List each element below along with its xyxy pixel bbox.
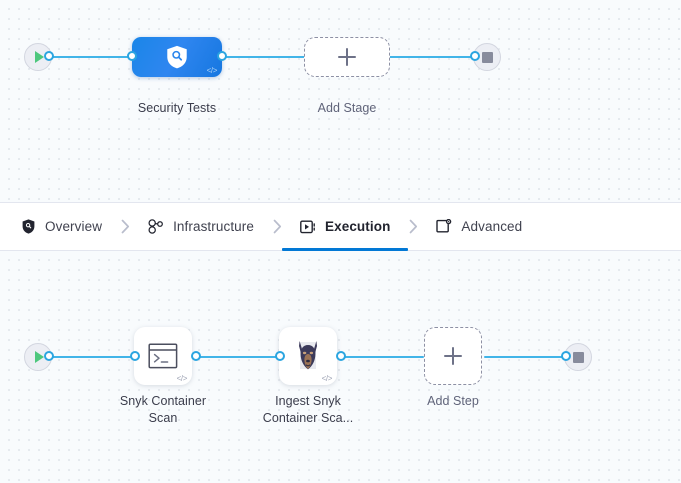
stop-icon <box>572 351 584 363</box>
play-icon <box>35 351 44 363</box>
tab-advanced[interactable]: Advanced <box>434 203 524 251</box>
connector-stage-to-addstage <box>212 56 312 58</box>
add-stage-button[interactable] <box>304 37 390 77</box>
tab-execution[interactable]: Execution <box>281 203 409 251</box>
chevron-right-icon-1 <box>104 203 146 251</box>
code-badge-icon: </> <box>176 374 188 383</box>
step-label-ingest-snyk-container-scan: Ingest Snyk Container Sca... <box>262 394 354 425</box>
infrastructure-nodes-icon <box>148 219 164 235</box>
start-output-port[interactable] <box>44 51 54 61</box>
connector-start-to-step1 <box>47 356 134 358</box>
execution-steps-canvas[interactable]: </> Snyk Container Scan </> <box>0 251 681 483</box>
chevron-right-icon-3 <box>392 203 434 251</box>
connector-addstep-to-end <box>484 356 569 358</box>
step2-output-port[interactable] <box>336 351 346 361</box>
stop-icon <box>481 51 493 63</box>
connector-start-to-stage <box>47 56 139 58</box>
terminal-prompt-icon <box>148 343 178 369</box>
code-badge-icon: </> <box>321 374 333 383</box>
tab-advanced-label: Advanced <box>461 219 523 234</box>
plus-icon <box>338 48 356 66</box>
steps-end-input-port[interactable] <box>561 351 571 361</box>
stage-input-port[interactable] <box>127 51 137 61</box>
connector-addstage-to-end <box>385 56 478 58</box>
pipeline-stage-canvas[interactable]: </> Security Tests Add Stage <box>0 0 681 202</box>
step-node-snyk-container-scan[interactable]: </> <box>134 327 192 385</box>
connector-step1-to-step2 <box>196 356 279 358</box>
advanced-gear-box-icon <box>436 219 452 235</box>
shield-icon <box>20 219 36 235</box>
step2-input-port[interactable] <box>275 351 285 361</box>
chevron-right-icon-2 <box>256 203 298 251</box>
tab-infrastructure[interactable]: Infrastructure <box>146 203 256 251</box>
shield-search-icon <box>167 45 187 69</box>
connector-step2-to-addstep <box>341 356 424 358</box>
step-node-ingest-snyk-container-scan[interactable]: </> <box>279 327 337 385</box>
snyk-doberman-icon <box>299 340 317 369</box>
step-label-snyk-container-scan: Snyk Container Scan <box>119 394 207 425</box>
stage-config-tabs[interactable]: Overview Infrastructure <box>0 202 681 251</box>
add-stage-label: Add Stage <box>317 101 377 115</box>
stage-label-security-tests: Security Tests <box>137 101 217 115</box>
steps-start-output-port[interactable] <box>44 351 54 361</box>
stage-output-port[interactable] <box>217 51 227 61</box>
tab-overview-label: Overview <box>45 219 103 234</box>
tab-execution-label: Execution <box>325 219 391 234</box>
tab-overview[interactable]: Overview <box>18 203 104 251</box>
end-input-port[interactable] <box>470 51 480 61</box>
plus-icon <box>444 347 462 365</box>
code-badge-icon: </> <box>206 66 218 75</box>
play-icon <box>35 51 44 63</box>
step1-output-port[interactable] <box>191 351 201 361</box>
step1-input-port[interactable] <box>130 351 140 361</box>
execution-play-box-icon <box>300 219 316 235</box>
stage-node-security-tests[interactable]: </> <box>132 37 222 77</box>
add-step-label: Add Step <box>427 394 479 408</box>
add-step-button[interactable] <box>424 327 482 385</box>
tab-infrastructure-label: Infrastructure <box>173 219 254 234</box>
